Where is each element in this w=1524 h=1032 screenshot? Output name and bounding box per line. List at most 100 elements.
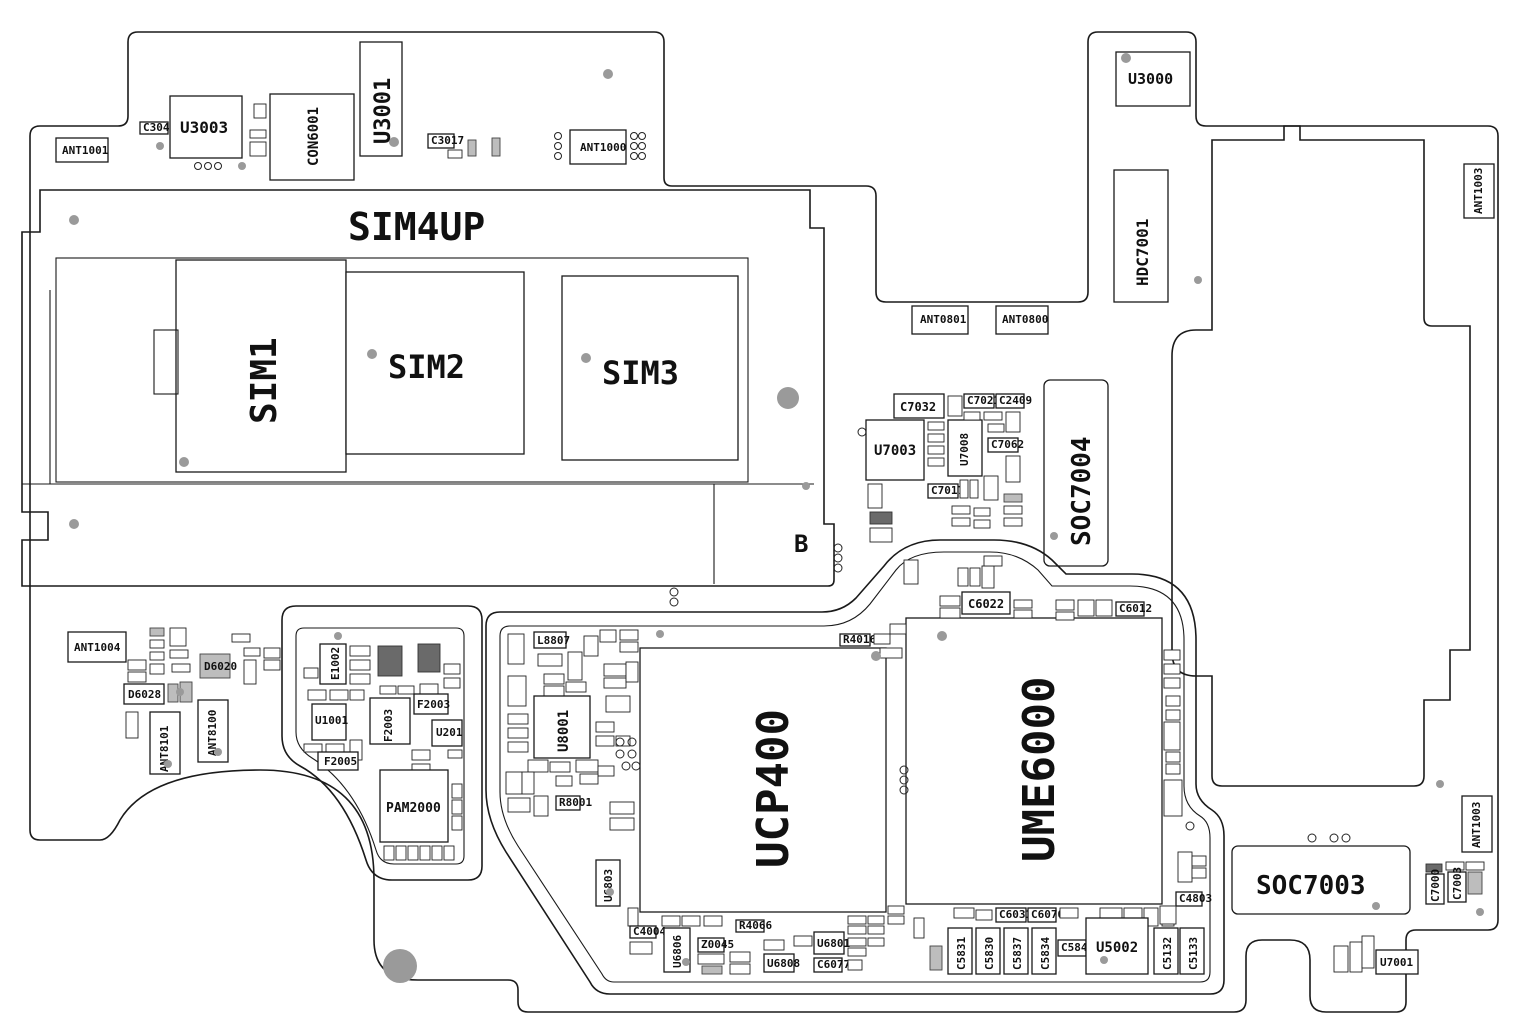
testpoint [214,748,222,756]
d6020-label: D6020 [204,660,237,673]
mark-b: B [794,530,808,558]
f2005-label: F2005 [324,755,357,768]
pam-shield-inner [295,627,465,865]
ant0800-label: ANT0800 [1002,313,1048,326]
r8001-pad [555,795,581,811]
ant1003-top-label: ANT1003 [1472,168,1485,214]
c5830-pad [975,927,1001,975]
r4066-pad [735,919,765,933]
sim1-label: SIM1 [244,337,285,424]
c7017-label: C7017 [931,484,964,497]
f2003-a-pad [369,697,411,745]
ant8100-pad [197,699,229,763]
c7021-label: C7021 [967,394,1000,407]
pam2000-chip [379,769,449,843]
ant1004-label: ANT1004 [74,641,121,654]
sim1-slot [175,259,347,473]
c5831-pad [947,927,973,975]
c3017-label: C3017 [431,134,464,147]
sim3-slot [561,275,739,461]
c7000-pad [1425,873,1445,905]
ant1003-bottom-label: ANT1003 [1470,802,1483,848]
testpoint [238,162,246,170]
ucp400-chip [639,647,887,913]
c4004-pad [629,925,657,939]
hdc7001-connector [1113,169,1169,303]
c7032-label: C7032 [900,400,936,414]
ant1004-pad [67,631,127,663]
testpoint [69,519,79,529]
c7003-pad [1447,871,1467,903]
u1001-chip [311,703,347,741]
u7003-label: U7003 [874,443,916,459]
c6022-label: C6022 [968,597,1004,611]
sim1-notch [153,329,179,395]
z0045-label: Z0045 [701,938,734,951]
testpoint [176,688,184,696]
ant1003-top-pad [1463,163,1495,219]
u201-label: U201 [436,726,463,739]
main-shield-inner [499,551,1211,983]
u6806-label: U6806 [671,935,684,968]
c5132-pad [1153,927,1179,975]
f2005-pad [317,751,359,771]
u6801-label: U6801 [817,937,850,950]
sim4up-label: SIM4UP [348,205,485,249]
testpoint [802,482,810,490]
c6070-pad [1027,907,1057,923]
c7021-pad [963,393,995,409]
r4016-label: R4016 [843,633,876,646]
u3001-chip [359,41,403,157]
testpoint [1436,780,1444,788]
u6803-chip [595,859,621,907]
soc7003-label: SOC7003 [1256,871,1366,901]
testpoint [1050,532,1058,540]
l8807-label: L8807 [537,634,570,647]
u7003-chip [865,419,925,481]
testpoint [383,949,417,983]
c4004-label: C4004 [633,925,666,938]
ant1001-label: ANT1001 [62,144,109,157]
c7062-pad [987,437,1019,453]
testpoint [69,215,79,225]
ant8100-label: ANT8100 [206,710,219,756]
r8001-label: R8001 [559,796,592,809]
e1002-label: E1002 [329,647,342,680]
c5834-pad [1031,927,1057,975]
con6001-label: CON6001 [306,107,322,166]
testpoint [1121,53,1131,63]
u3001-label: U3001 [371,78,396,144]
c3043-label: C3043 [143,121,176,134]
testpoint [389,137,399,147]
d6028-pad [123,683,165,705]
u5002-chip [1085,917,1149,975]
u6808-chip [763,953,795,973]
battery-outline [1171,125,1471,787]
testpoint [581,353,591,363]
c5132-label: C5132 [1161,937,1174,970]
u6803-label: U6803 [602,869,615,902]
ant0801-pad [911,305,969,335]
ant1003-bottom-pad [1461,795,1493,853]
c4803-label: C4803 [1179,892,1212,905]
f2003-b-label: F2003 [417,698,450,711]
c7003-label: C7003 [1451,867,1464,900]
c2409-pad [995,393,1025,409]
ant0801-label: ANT0801 [920,313,967,326]
u5002-label: U5002 [1096,940,1138,956]
c5837-label: C5837 [1011,937,1024,970]
ume6000-label: UME6000 [1014,677,1065,862]
via [669,597,679,607]
u8001-chip [533,695,591,759]
u3000-label: U3000 [1128,70,1173,88]
u1001-label: U1001 [315,714,348,727]
via [833,543,843,553]
testpoint [1372,902,1380,910]
testpoint [1194,276,1202,284]
c3043-pad [139,121,169,135]
via [669,587,679,597]
testpoint [1476,908,1484,916]
ant1001-pad [55,137,109,163]
d6020-pad [199,653,231,679]
soc7003-connector [1231,845,1411,915]
